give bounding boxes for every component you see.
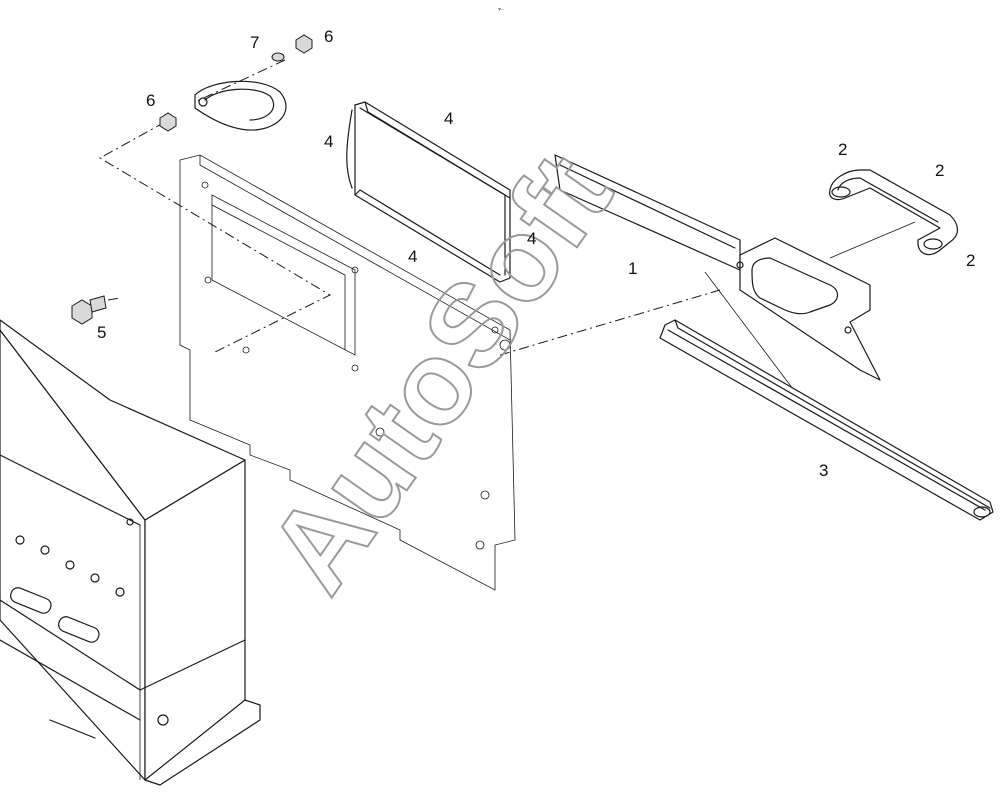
callout-2-top: 2	[838, 140, 847, 159]
callout-4-left: 4	[324, 132, 333, 151]
cabinet-housing	[0, 319, 261, 786]
cabinet-slot-right	[58, 616, 100, 643]
bolt	[71, 295, 107, 325]
callout-5: 5	[97, 323, 106, 342]
cabinet-slot-left	[10, 587, 52, 614]
callout-4-right: 4	[527, 229, 536, 248]
callout-3: 3	[819, 461, 828, 480]
clamp-assembly	[159, 34, 313, 132]
callout-1: 1	[628, 259, 637, 278]
seal-strips	[346, 101, 511, 283]
washer	[271, 52, 285, 62]
callout-2-right: 2	[935, 161, 944, 180]
hex-nut-left	[159, 112, 177, 132]
handle	[829, 169, 959, 256]
callout-2-bottom: 2	[966, 251, 975, 270]
guide-rail	[659, 319, 994, 521]
bracket	[554, 154, 881, 381]
top-mark: ▾–	[498, 7, 505, 13]
cabinet-knob-row	[15, 535, 125, 597]
callout-6-left: 6	[146, 91, 155, 110]
callout-labels: 1 2 2 2 3 4 4 4 4 5 6 6 7	[97, 27, 975, 480]
hex-nut-top	[295, 34, 313, 54]
callout-4-bottom: 4	[408, 247, 417, 266]
callout-6-right: 6	[324, 27, 333, 46]
callout-7: 7	[250, 33, 259, 52]
mounting-panel	[179, 154, 516, 591]
callout-4-top: 4	[444, 109, 453, 128]
